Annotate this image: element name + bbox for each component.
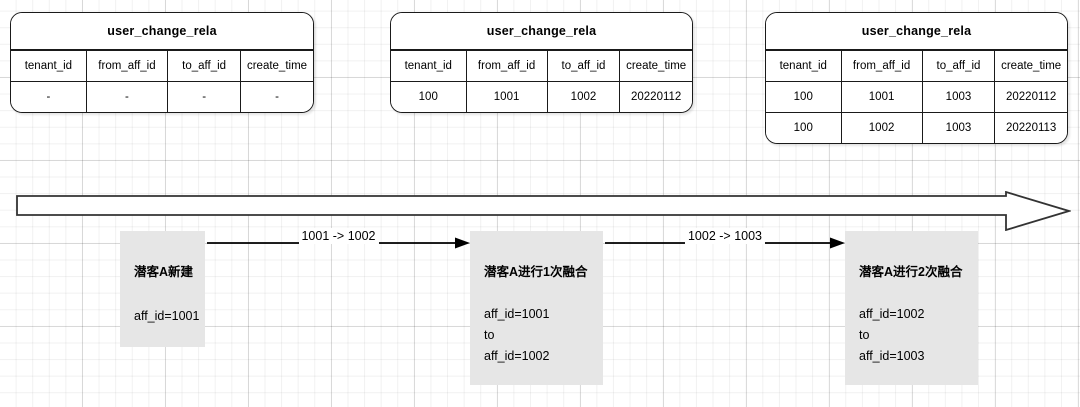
stage-detail-line: aff_id=1001	[484, 307, 550, 321]
stage-detail-lines: aff_id=1001	[134, 306, 200, 327]
table-card-after-second-merge: user_change_rela tenant_id from_aff_id t…	[765, 12, 1068, 144]
table-header-cell: create_time	[994, 49, 1067, 82]
table-cell: 1003	[921, 112, 996, 143]
connector-arrow-2: 1002 -> 1003	[605, 228, 845, 256]
table-cell: 1001	[465, 81, 548, 112]
table-title: user_change_rela	[11, 13, 313, 49]
table-cell: -	[11, 81, 87, 112]
table-row: - - - -	[11, 81, 313, 112]
table-header-cell: tenant_id	[766, 49, 842, 82]
table-cell: 20220112	[619, 81, 692, 112]
connector-label: 1002 -> 1003	[684, 228, 766, 244]
stage-detail-line: aff_id=1003	[859, 349, 925, 363]
stage-title: 潜客A新建	[134, 265, 194, 279]
stage-box-second-merge: 潜客A进行2次融合 aff_id=1002 to aff_id=1003	[845, 231, 978, 385]
stage-detail-line: aff_id=1002	[859, 307, 925, 321]
stage-detail-line: to	[484, 328, 495, 342]
stage-detail-lines: aff_id=1001 to aff_id=1002	[484, 304, 589, 367]
stage-detail-line: aff_id=1001	[134, 309, 200, 323]
table-header-row: tenant_id from_aff_id to_aff_id create_t…	[11, 49, 313, 82]
table-cell: 20220112	[994, 81, 1067, 113]
table-cell: 100	[766, 112, 842, 143]
table-title: user_change_rela	[391, 13, 692, 49]
table-cell: 1003	[921, 81, 996, 113]
table-header-cell: create_time	[240, 49, 313, 82]
table-row: 100 1001 1003 20220112	[766, 81, 1067, 113]
table-card-initial: user_change_rela tenant_id from_aff_id t…	[10, 12, 314, 113]
table-cell: -	[240, 81, 313, 112]
table-row: 100 1001 1002 20220112	[391, 81, 692, 112]
table-header-cell: tenant_id	[11, 49, 87, 82]
stage-detail-line: to	[859, 328, 870, 342]
stage-box-first-merge: 潜客A进行1次融合 aff_id=1001 to aff_id=1002	[470, 231, 603, 385]
table-header-cell: create_time	[619, 49, 692, 82]
table-cell: -	[85, 81, 169, 112]
stage-title: 潜客A进行2次融合	[859, 265, 963, 279]
table-cell: 20220113	[994, 112, 1067, 143]
table-cell: 1002	[546, 81, 621, 112]
table-grid: tenant_id from_aff_id to_aff_id create_t…	[391, 49, 692, 112]
table-grid: tenant_id from_aff_id to_aff_id create_t…	[766, 49, 1067, 143]
table-header-row: tenant_id from_aff_id to_aff_id create_t…	[391, 49, 692, 82]
table-header-cell: from_aff_id	[840, 49, 923, 82]
table-cell: 100	[766, 81, 842, 113]
table-cell: -	[167, 81, 242, 112]
table-cell: 1002	[840, 112, 923, 143]
stage-title: 潜客A进行1次融合	[484, 265, 588, 279]
table-row: 100 1002 1003 20220113	[766, 112, 1067, 143]
stage-detail-line: aff_id=1002	[484, 349, 550, 363]
timeline-arrow-icon	[16, 190, 1073, 232]
stage-detail-lines: aff_id=1002 to aff_id=1003	[859, 304, 964, 367]
connector-label: 1001 -> 1002	[298, 228, 379, 244]
table-header-cell: from_aff_id	[465, 49, 548, 82]
table-cell: 100	[391, 81, 467, 112]
table-header-cell: to_aff_id	[546, 49, 621, 82]
table-cell: 1001	[840, 81, 923, 113]
table-card-after-first-merge: user_change_rela tenant_id from_aff_id t…	[390, 12, 693, 113]
table-header-cell: to_aff_id	[921, 49, 996, 82]
table-header-cell: to_aff_id	[167, 49, 242, 82]
table-grid: tenant_id from_aff_id to_aff_id create_t…	[11, 49, 313, 112]
table-header-cell: from_aff_id	[85, 49, 169, 82]
table-header-cell: tenant_id	[391, 49, 467, 82]
table-title: user_change_rela	[766, 13, 1067, 49]
stage-box-create: 潜客A新建 aff_id=1001	[120, 231, 205, 347]
table-header-row: tenant_id from_aff_id to_aff_id create_t…	[766, 49, 1067, 82]
connector-arrow-1: 1001 -> 1002	[207, 228, 470, 256]
